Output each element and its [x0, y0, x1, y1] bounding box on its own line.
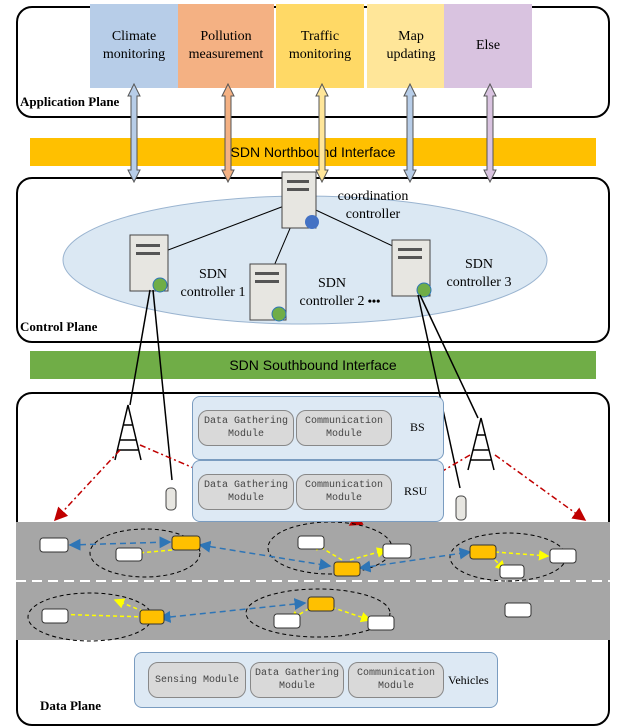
- north-arrows: [127, 82, 497, 184]
- tower-icon: [114, 404, 495, 471]
- bs-data-gathering-module: Data Gathering Module: [198, 410, 294, 446]
- coordination-controller-label: coordination controller: [337, 189, 409, 222]
- data-plane-label: Data Plane: [40, 698, 102, 713]
- control-plane-label: Control Plane: [20, 319, 98, 334]
- bs-communication-module: Communication Module: [296, 410, 392, 446]
- vehicle-icon: [39, 535, 577, 631]
- vehicle-data-gathering-module: Data Gathering Module: [250, 662, 344, 698]
- server-icon: [129, 171, 432, 322]
- bs-label: BS: [410, 420, 425, 434]
- rsu-communication-module: Communication Module: [296, 474, 392, 510]
- controller-ellipsis: •••: [367, 294, 381, 308]
- application-plane-label: Application Plane: [20, 94, 120, 109]
- vehicle-communication-module: Communication Module: [348, 662, 444, 698]
- vehicles-label: Vehicles: [448, 673, 489, 687]
- controller-3-label: SDN controller 3: [446, 257, 512, 290]
- rsu-icon: [165, 487, 467, 521]
- southbound-links: [129, 289, 479, 489]
- southbound-interface: SDN Southbound Interface: [30, 351, 596, 379]
- controller-2-label: SDN controller 2: [299, 276, 365, 309]
- northbound-interface: SDN Northbound Interface: [30, 138, 596, 166]
- v2v-links: [68, 536, 472, 623]
- app-pollution-measurement: Pollution measurement: [178, 4, 274, 88]
- app-map-updating: Map updating: [367, 4, 455, 88]
- rsu-label: RSU: [404, 484, 428, 498]
- controller-1-label: SDN controller 1: [180, 267, 246, 300]
- app-climate-monitoring: Climate monitoring: [90, 4, 178, 88]
- rsu-data-gathering-module: Data Gathering Module: [198, 474, 294, 510]
- app-traffic-monitoring: Traffic monitoring: [276, 4, 364, 88]
- app-else: Else: [444, 4, 532, 88]
- sensing-module: Sensing Module: [148, 662, 246, 698]
